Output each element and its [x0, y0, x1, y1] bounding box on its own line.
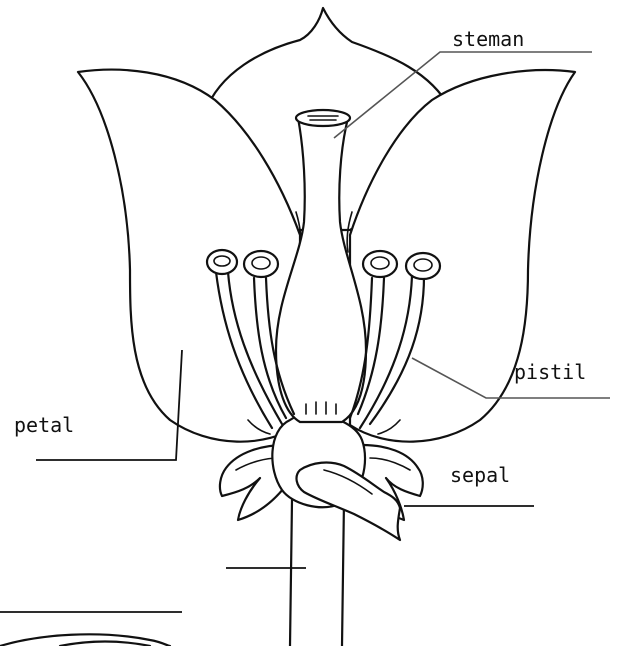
- label-sepal: sepal: [450, 463, 510, 487]
- stamen-anther: [207, 250, 237, 274]
- leaf-fragment: [60, 642, 150, 646]
- stamen-anther: [363, 251, 397, 277]
- label-pistil: pistil: [514, 360, 586, 384]
- stem: [290, 500, 292, 646]
- stamen-anther: [244, 251, 278, 277]
- stem: [342, 500, 344, 646]
- label-steman: steman: [452, 27, 524, 51]
- pistil-stigma: [296, 110, 350, 126]
- label-petal: petal: [14, 413, 74, 437]
- stamen-anther: [406, 253, 440, 279]
